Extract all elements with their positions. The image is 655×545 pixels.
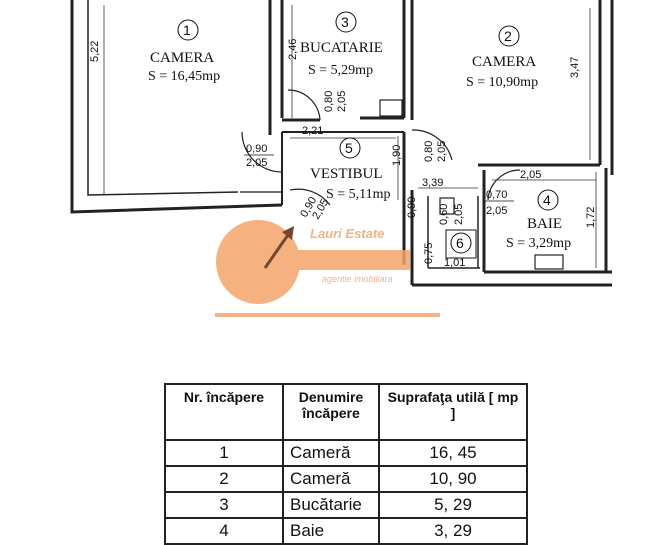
room-3-number: 3 — [341, 14, 349, 30]
dim-246: 2,46 — [287, 39, 299, 60]
room-3-name: BUCATARIE — [300, 40, 383, 56]
room-2-name: CAMERA — [472, 54, 536, 70]
dim-205-top: 2,05 — [520, 169, 541, 181]
dim-522: 5,22 — [89, 41, 101, 62]
dimension-labels: 5,22 2,46 3,47 2,21 1,90 3,39 2,05 1,72 … — [89, 39, 597, 269]
door-bucatarie-width: 0,80 — [323, 91, 335, 112]
door-6-width: 0,60 — [438, 204, 450, 225]
door-baie-height: 2,05 — [486, 205, 507, 217]
legend-cell-nr: 4 — [164, 517, 284, 545]
room-6: 6 — [445, 229, 477, 259]
room-4-number: 4 — [543, 192, 551, 208]
dim-172: 1,72 — [585, 207, 597, 228]
floor-plan: Lauri Estate agentie imobiliara 1 CAMERA… — [70, 0, 614, 317]
door-camera2-height: 2,05 — [436, 141, 448, 162]
legend-row: 3 Bucătarie 5, 29 — [164, 491, 528, 519]
dim-190: 1,90 — [391, 145, 403, 166]
dim-339: 3,39 — [422, 177, 443, 189]
door-vestibul-left-width: 0,90 — [246, 143, 267, 155]
dim-221: 2,21 — [302, 125, 323, 137]
legend-cell-area: 16, 45 — [378, 439, 528, 467]
legend-row: 2 Cameră 10, 90 — [164, 465, 528, 493]
legend-row: 4 Baie 3, 29 — [164, 517, 528, 545]
legend-cell-nr: 1 — [164, 439, 284, 467]
room-legend-table: Nr. încăpere Denumire încăpere Suprafaţa… — [164, 383, 528, 545]
dim-075: 0,75 — [423, 243, 435, 264]
room-1-name: CAMERA — [150, 50, 214, 66]
door-6-height: 2,05 — [453, 204, 465, 225]
door-bucatarie-height: 2,05 — [336, 91, 348, 112]
room-4: 4 BAIE S = 3,29mp — [506, 189, 571, 251]
room-6-number: 6 — [456, 235, 464, 251]
dim-090: 0,90 — [406, 197, 418, 218]
dim-347: 3,47 — [569, 57, 581, 78]
room-5-name: VESTIBUL — [310, 166, 383, 182]
room-1-area: S = 16,45mp — [148, 69, 220, 84]
room-4-area: S = 3,29mp — [506, 236, 571, 251]
legend-cell-area: 5, 29 — [378, 491, 528, 519]
legend-cell-nr: 3 — [164, 491, 284, 519]
legend-row: 1 Cameră 16, 45 — [164, 439, 528, 467]
dimension-lines — [103, 5, 597, 268]
room-4-name: BAIE — [527, 216, 562, 232]
legend-cell-name: Bucătarie — [282, 491, 380, 519]
room-5-number: 5 — [345, 140, 353, 156]
room-1: 1 CAMERA S = 16,45mp — [148, 19, 220, 84]
legend-cell-name: Cameră — [282, 465, 380, 493]
legend-cell-area: 10, 90 — [378, 465, 528, 493]
watermark-tagline: agentie imobiliara — [322, 274, 393, 284]
watermark: Lauri Estate agentie imobiliara — [215, 220, 440, 317]
room-1-number: 1 — [183, 22, 191, 38]
room-2: 2 CAMERA S = 10,90mp — [466, 25, 538, 90]
legend-cell-nr: 2 — [164, 465, 284, 493]
door-camera2-width: 0,80 — [423, 141, 435, 162]
walls — [70, 0, 614, 287]
legend-header-area: Suprafaţa utilă [ mp ] — [378, 383, 528, 441]
legend-header-nr: Nr. încăpere — [164, 383, 284, 441]
door-vestibul-left-height: 2,05 — [246, 157, 267, 169]
legend-cell-name: Cameră — [282, 439, 380, 467]
room-5: 5 VESTIBUL S = 5,11mp — [310, 137, 391, 202]
door-baie-width: 0,70 — [486, 189, 507, 201]
legend-cell-area: 3, 29 — [378, 517, 528, 545]
room-3-area: S = 5,29mp — [308, 63, 373, 78]
door-swings — [241, 89, 521, 206]
dim-101: 1,01 — [444, 257, 465, 269]
legend-header-name: Denumire încăpere — [282, 383, 380, 441]
room-3: 3 BUCATARIE S = 5,29mp — [300, 11, 383, 78]
room-2-area: S = 10,90mp — [466, 75, 538, 90]
fixtures — [240, 99, 564, 270]
room-2-number: 2 — [504, 28, 512, 44]
watermark-key-icon — [216, 220, 300, 304]
room-5-area: S = 5,11mp — [326, 187, 391, 202]
legend-header-row: Nr. încăpere Denumire încăpere Suprafaţa… — [164, 383, 528, 441]
watermark-brand: Lauri Estate — [310, 226, 384, 241]
legend-cell-name: Baie — [282, 517, 380, 545]
